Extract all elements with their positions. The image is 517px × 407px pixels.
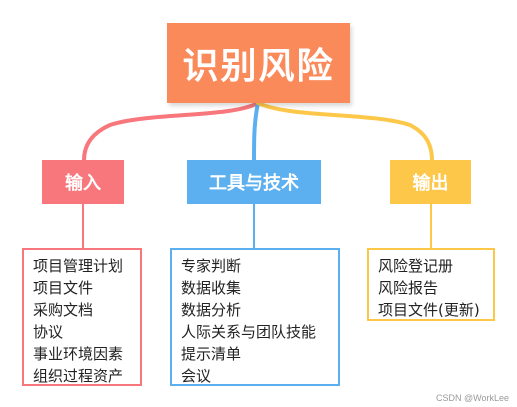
branch-input-label: 输入 bbox=[65, 173, 101, 194]
branch-node-output: 输出 bbox=[390, 160, 471, 204]
branch-output-label: 输出 bbox=[412, 173, 449, 194]
list-item: 人际关系与团队技能 bbox=[181, 323, 317, 341]
tools-items-list: 专家判断 数据收集 数据分析 人际关系与团队技能 提示清单 会议 bbox=[170, 248, 340, 386]
branch-node-tools-techniques: 工具与技术 bbox=[187, 160, 321, 204]
root-node-label: 识别风险 bbox=[182, 46, 335, 87]
list-item: 采购文档 bbox=[33, 301, 94, 319]
list-item: 数据分析 bbox=[181, 301, 242, 319]
list-item: 风险登记册 bbox=[378, 257, 454, 275]
connector-root-tools bbox=[252, 101, 260, 162]
list-item: 风险报告 bbox=[378, 279, 439, 297]
connector-root-output bbox=[256, 101, 434, 162]
list-item: 项目管理计划 bbox=[33, 257, 124, 275]
list-item: 协议 bbox=[33, 323, 64, 341]
list-item: 数据收集 bbox=[181, 279, 242, 297]
list-item: 项目文件 bbox=[33, 279, 94, 297]
list-item: 项目文件(更新) bbox=[378, 301, 480, 319]
list-item: 专家判断 bbox=[181, 257, 242, 275]
watermark: CSDN @WorkLee bbox=[436, 393, 509, 403]
list-item: 会议 bbox=[181, 367, 212, 385]
list-item: 事业环境因素 bbox=[33, 345, 124, 363]
output-items-list: 风险登记册 风险报告 项目文件(更新) bbox=[367, 248, 495, 321]
list-item: 组织过程资产 bbox=[33, 367, 124, 385]
root-node-identify-risks: 识别风险 bbox=[167, 23, 350, 103]
connector-root-input bbox=[82, 101, 260, 162]
input-items-list: 项目管理计划 项目文件 采购文档 协议 事业环境因素 组织过程资产 bbox=[22, 248, 142, 386]
branch-node-input: 输入 bbox=[42, 160, 124, 204]
list-item: 提示清单 bbox=[181, 345, 242, 363]
branch-tools-label: 工具与技术 bbox=[209, 173, 299, 194]
